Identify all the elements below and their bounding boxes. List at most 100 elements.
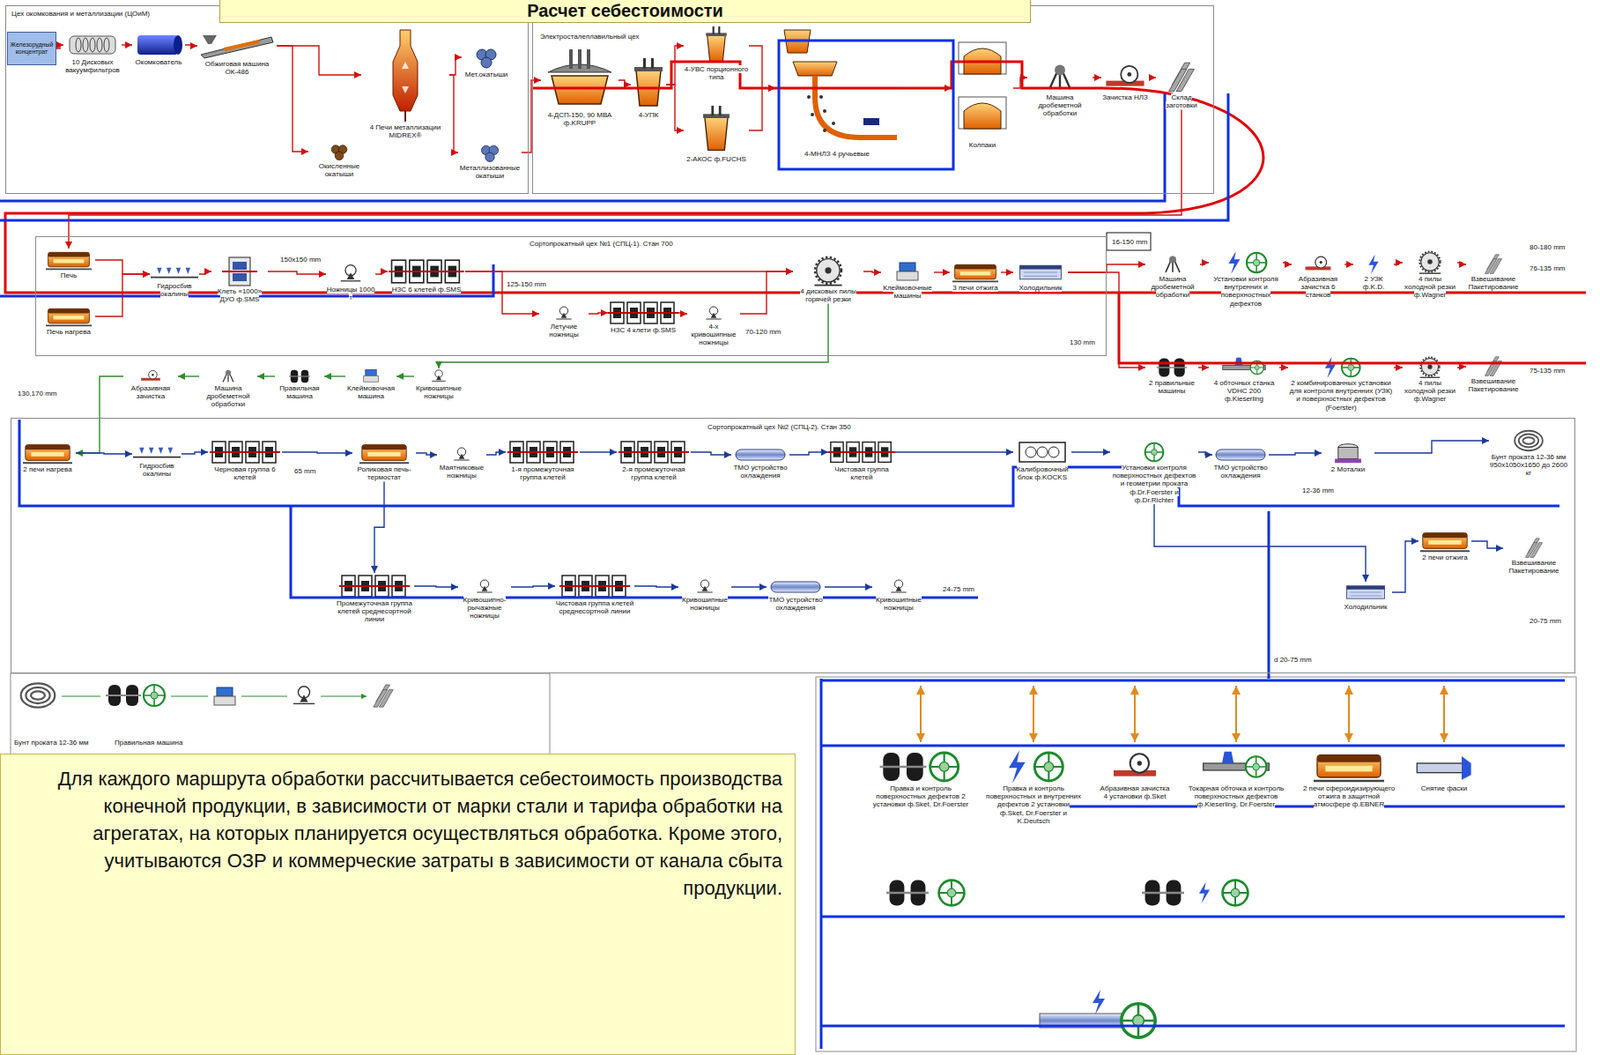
icon-space <box>555 572 635 600</box>
unit-label: Машина дробеметной обработки <box>1150 274 1194 299</box>
unit-label: ТМО устройство охлаждения <box>768 595 823 612</box>
unit-caption: Бунт проката 12-36 мм 950x1050x1650 до 2… <box>1488 452 1569 478</box>
caption-text: Для каждого маршрута обработки рассчитыв… <box>58 767 783 899</box>
icon-space <box>766 577 825 596</box>
red-route <box>5 61 1586 363</box>
icon-space <box>274 368 325 385</box>
equipment-unit: 2-я промежуточная группа клетей <box>616 438 691 482</box>
dimension-label: 76-135 mm <box>1529 264 1565 273</box>
blue-route <box>1267 511 1271 679</box>
unit-label: 3 печи отжига <box>952 283 998 292</box>
equipment-icon <box>133 447 181 458</box>
icon-space <box>1402 250 1458 275</box>
icon-space <box>361 26 450 124</box>
unit-caption: 2 печи отжига <box>1418 553 1472 562</box>
unit-label: Гидросбив окалины <box>156 281 192 298</box>
unit-caption: 3 печи отжига <box>949 283 1001 292</box>
unit-caption: Установки контроля поверхностных дефекто… <box>1110 463 1199 504</box>
dimension-label: 75-135 mm <box>1529 366 1565 375</box>
equipment-unit: 4-УПК <box>630 58 667 119</box>
unit-label: 4 пилы холодной резки ф.Wagner <box>1404 274 1456 299</box>
equipment-icon <box>958 42 1007 129</box>
dimension-label: 130,170 mm <box>17 389 57 398</box>
unit-label: Маятниковые ножницы <box>439 463 485 480</box>
equipment-icon <box>1113 753 1156 776</box>
unit-label: Взвешивание Пакетирование <box>1468 377 1519 393</box>
equipment-icon <box>1525 538 1542 558</box>
dimension-label: Правильная машина <box>114 738 183 747</box>
equipment-unit: 1-я промежуточная группа клетей <box>505 438 580 482</box>
flow-arrow <box>1471 540 1504 549</box>
equipment-icon <box>1165 255 1180 272</box>
unit-caption: Установки контроля внутренних и поверхно… <box>1208 274 1283 308</box>
unit-label: 2 печи сфероидизирующего отжига в защитн… <box>1303 784 1395 808</box>
unit-caption: Промежуточная группа клетей среднесортно… <box>334 599 415 624</box>
flow-arrow <box>748 88 776 131</box>
unit-caption: 10 Дисковых вакуумфильтров <box>63 58 122 75</box>
unit-caption: Склад заготовки <box>1155 93 1208 110</box>
equipment-icon <box>784 29 897 138</box>
unit-caption: Взвешивание Пакетирование <box>1503 558 1565 575</box>
equipment-unit: Промежуточная группа клетей среднесортно… <box>334 572 415 624</box>
equipment-unit: 4-МНЛЗ 4 ручьевые <box>775 26 899 158</box>
unit-label: Кривошипно-рычажные ножницы <box>463 595 507 620</box>
unit-caption: 2-АКОС ф.FUCHS <box>683 155 749 163</box>
flow-arrow <box>177 375 200 377</box>
equipment-unit: Машина дробеметной обработки <box>1027 61 1093 119</box>
flow-arrow <box>324 375 346 377</box>
equipment-unit: 4-ДСП-150, 90 МВА ф.KRUPP <box>540 49 619 127</box>
icon-space <box>461 44 512 71</box>
equipment-icon <box>1145 443 1164 462</box>
flow-arrow <box>415 452 438 455</box>
material-box: Железорудный концентрат <box>7 31 57 66</box>
flow-arrow <box>789 451 829 455</box>
unit-caption: 4 обточных станка VDHC 200 ф.Kieserling <box>1208 378 1280 404</box>
icon-space <box>731 445 790 464</box>
equipment-icon <box>1222 357 1267 375</box>
equipment-icon <box>45 251 92 269</box>
icon-space <box>387 257 466 286</box>
flow-arrow <box>1000 271 1014 273</box>
icon-space <box>540 49 619 112</box>
unit-label: 10 Дисковых вакуумфильтров <box>65 58 120 75</box>
unit-label: Ножницы 1000 т <box>326 285 376 302</box>
flow-arrow <box>1071 451 1111 452</box>
equipment-unit: Холодильник <box>1339 581 1393 611</box>
equipment-icon <box>1419 251 1441 274</box>
equipment-unit: Абразивная зачистка <box>123 368 178 400</box>
icon-space <box>197 31 277 60</box>
caption-box: Для каждого маршрута обработки рассчитыв… <box>0 753 796 1055</box>
icon-space <box>199 368 258 385</box>
equipment-icon <box>431 370 446 382</box>
equipment-unit: Печь нагрева <box>42 304 96 336</box>
unit-caption: 1-я промежуточная группа клетей <box>505 465 580 482</box>
unit-caption: 4 дисковых пилы горячей резки <box>792 287 864 304</box>
unit-caption: Кривошипные ножницы <box>678 595 732 612</box>
icon-space <box>1288 355 1394 379</box>
dimension-label: d 20-75 mm <box>1274 655 1312 664</box>
flow-arrow <box>740 271 793 314</box>
equipment-unit: Калибровочный блок ф.KOCKS <box>1013 438 1072 482</box>
unit-label: Колпаки <box>969 140 996 149</box>
equipment-icon <box>696 579 712 593</box>
unit-label: Склад заготовки <box>1165 93 1197 110</box>
equipment-unit: 4-х кривошипные ножницы <box>687 304 741 348</box>
equipment-icon <box>1484 254 1502 275</box>
dimension-label: 20-75 mm <box>1529 616 1562 625</box>
equipment-icon <box>828 442 896 463</box>
equipment-icon <box>1156 358 1188 378</box>
flow-arrow <box>1198 366 1209 368</box>
flow-arrow <box>1282 262 1292 265</box>
equipment-unit: 4 пилы холодной резки ф.Wagner <box>1402 355 1458 404</box>
dimension-label: 80-180 mm <box>1529 243 1565 252</box>
equipment-icon <box>559 575 630 597</box>
equipment-unit: Снятие фаски <box>1413 748 1475 793</box>
unit-caption: Зачистка НЛЗ <box>1101 93 1149 102</box>
unit-label: 4-УПК <box>638 111 660 119</box>
equipment-unit: 4 Печи металлизации MIDREX® <box>361 26 450 140</box>
flow-arrow <box>68 109 1182 249</box>
shop-panel: Сортопрокатный цех №2 (СПЦ-2). Стан 3502… <box>10 417 1576 674</box>
unit-label: Кривошипные ножницы <box>415 384 462 400</box>
equipment-unit: 2 печи сфероидизирующего отжига в защитн… <box>1300 748 1398 809</box>
equipment-unit: Токарная обточка и контроль поверхностны… <box>1187 748 1285 809</box>
